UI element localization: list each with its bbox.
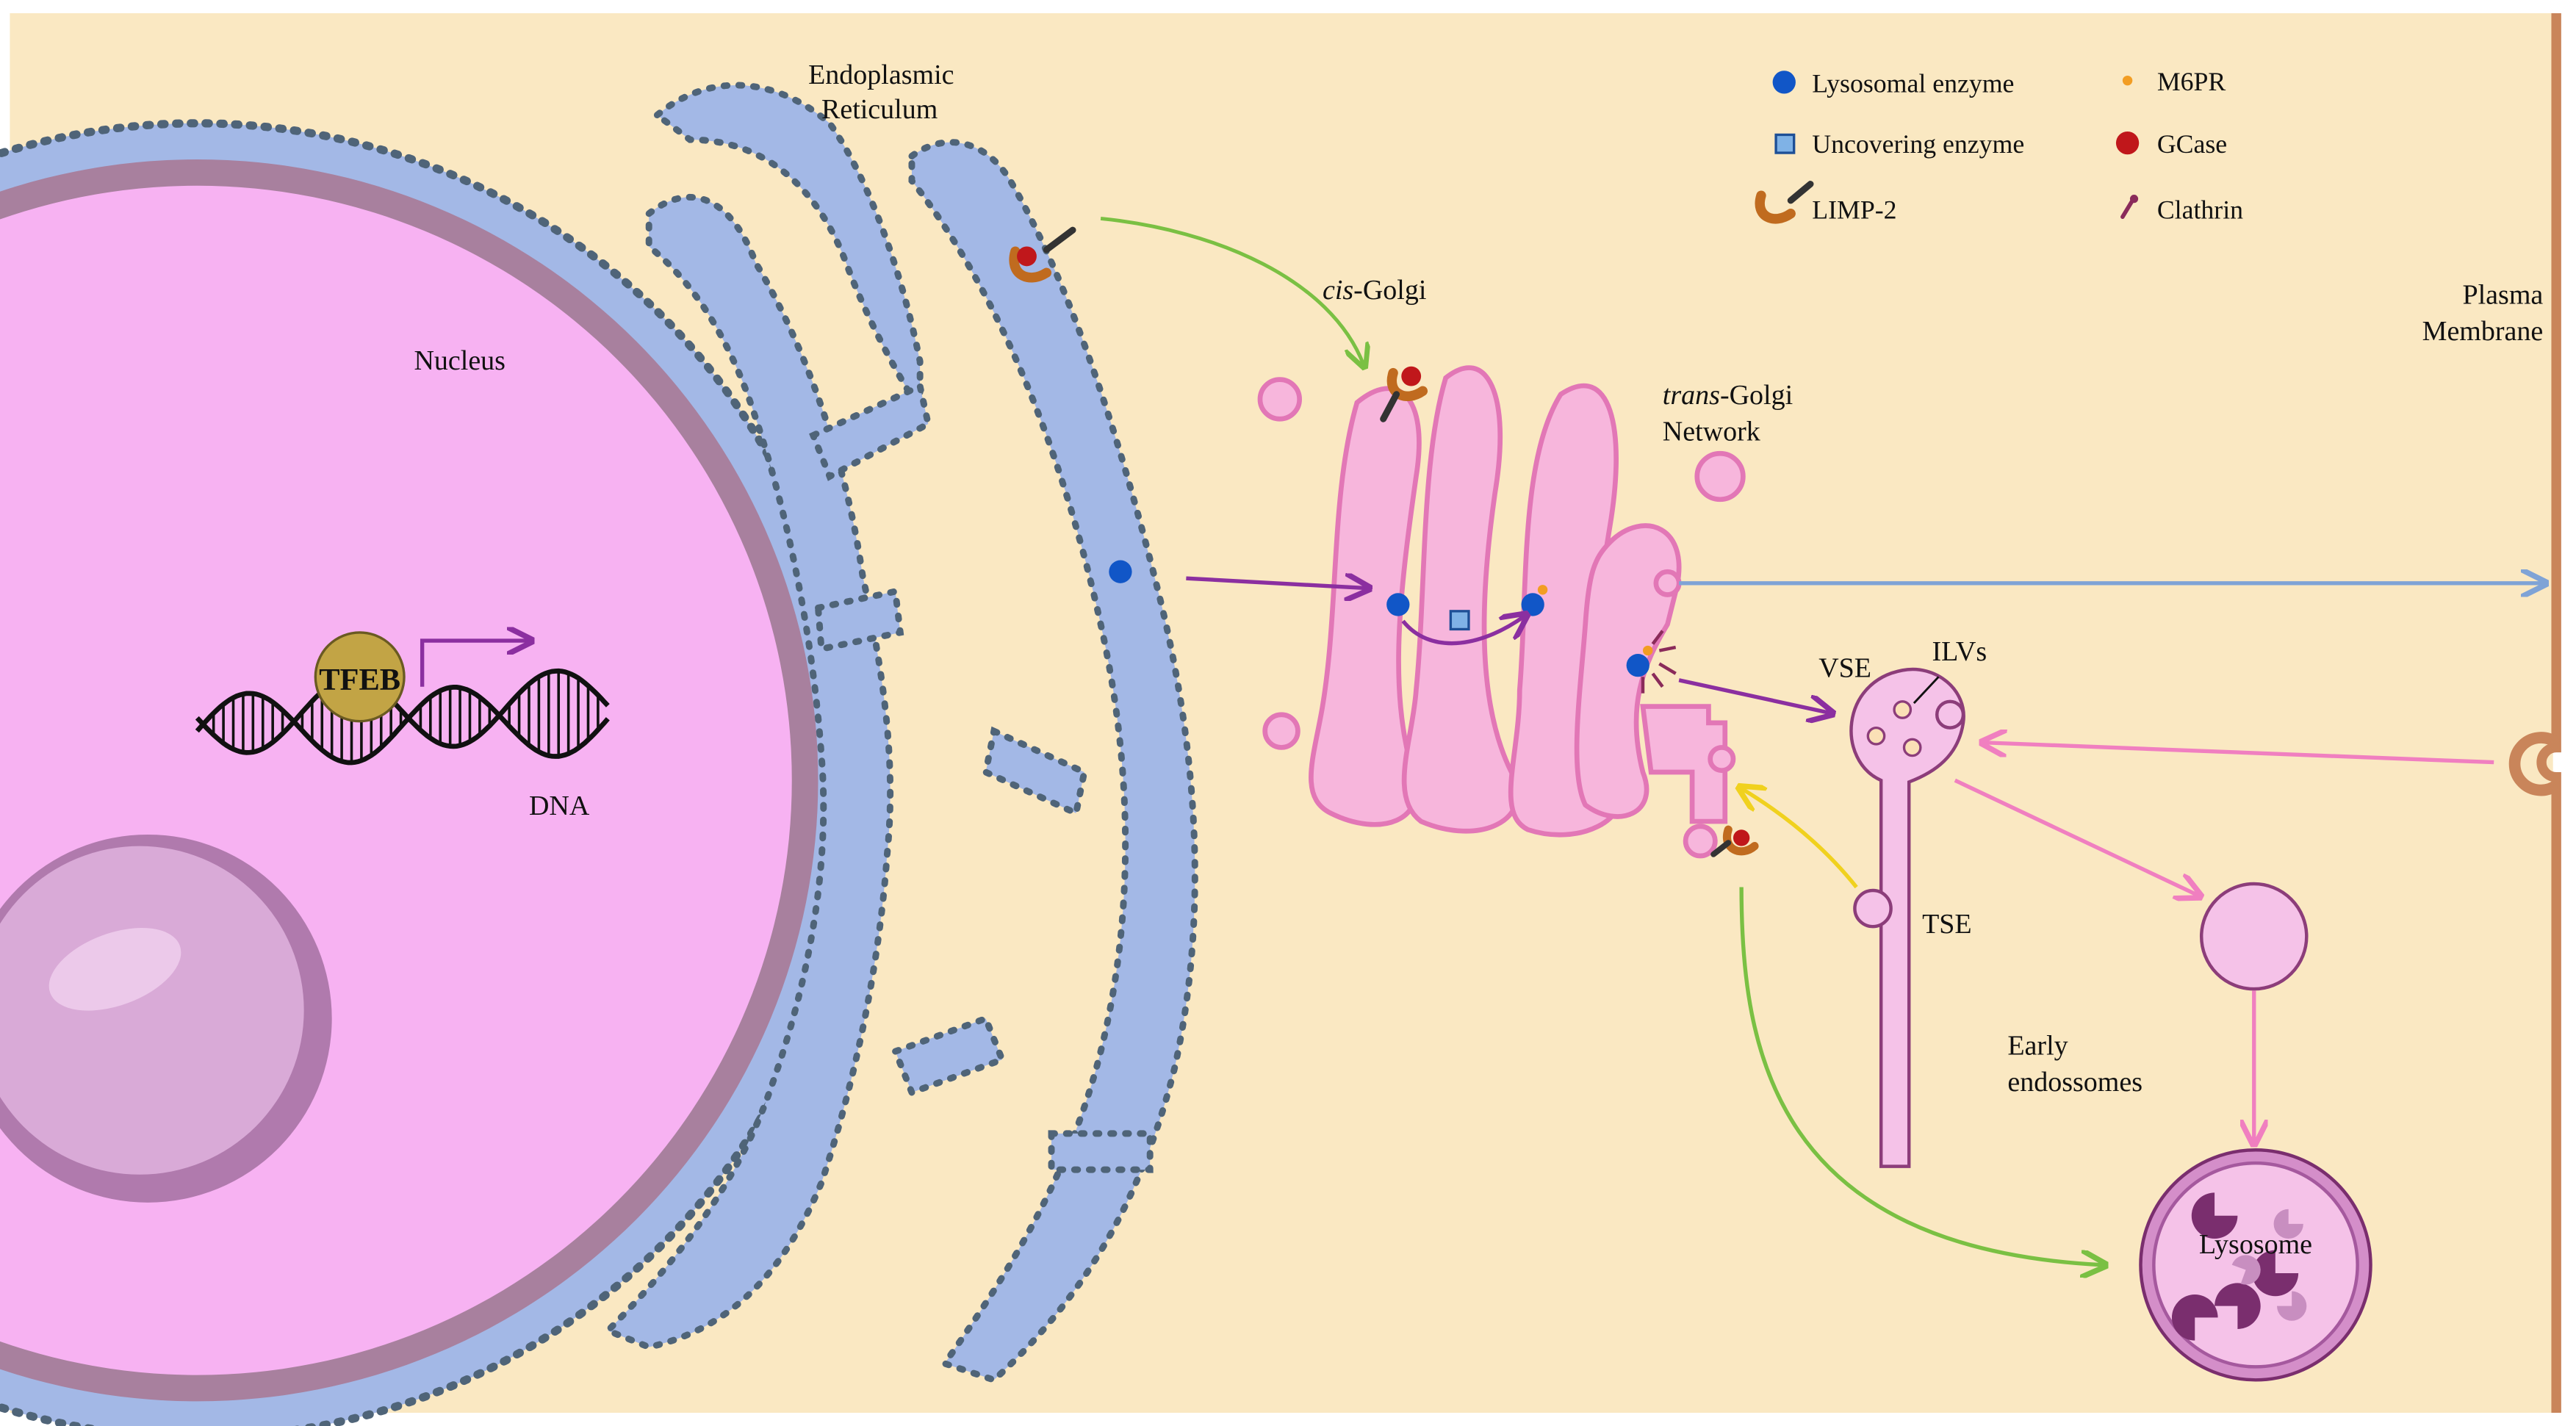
legend-gcase-icon bbox=[2115, 131, 2140, 155]
golgi-lysosomal-enzyme-1 bbox=[1386, 593, 1410, 616]
tgn-lysosomal-enzyme bbox=[1626, 654, 1649, 677]
membrane-invagination bbox=[2508, 732, 2560, 796]
er-label-line1: Endoplasmic bbox=[808, 60, 954, 90]
ilvs bbox=[1866, 700, 1922, 757]
er-bridge-2 bbox=[814, 587, 904, 653]
legend: Lysosomal enzyme M6PR Uncovering enzyme … bbox=[1755, 67, 2243, 224]
legend-uncovering-enzyme-label: Uncovering enzyme bbox=[1812, 129, 2024, 159]
tfeb-label: TFEB bbox=[319, 663, 400, 697]
legend-limp2-icon bbox=[1755, 181, 1814, 224]
legend-limp2-label: LIMP-2 bbox=[1812, 195, 1896, 224]
golgi-m6pr-1 bbox=[1537, 585, 1548, 595]
early-endosome bbox=[1849, 667, 1965, 1168]
golgi-cisterna-1 bbox=[1309, 386, 1422, 827]
legend-gcase-label: GCase bbox=[2157, 129, 2227, 159]
vse-bud bbox=[1935, 699, 1965, 730]
golgi-cisterna-trans bbox=[1574, 523, 1682, 819]
er-bridge-3 bbox=[982, 726, 1088, 818]
legend-lysosomal-enzyme-label: Lysosomal enzyme bbox=[1812, 68, 2014, 98]
vesicle-3 bbox=[1694, 450, 1746, 503]
nucleus-label: Nucleus bbox=[414, 345, 506, 376]
tgn-bud-1 bbox=[1653, 569, 1682, 597]
lysosome-label: Lysosome bbox=[2199, 1229, 2312, 1260]
early-endosomes-label-line2: endossomes bbox=[2007, 1067, 2143, 1098]
endoplasmic-reticulum bbox=[602, 82, 1198, 1384]
er-label-line2: Reticulum bbox=[821, 94, 938, 125]
golgi-uncovering-enzyme bbox=[1449, 610, 1470, 631]
nucleolus-inner bbox=[0, 846, 304, 1175]
arrow-vse-to-late-endosome bbox=[1954, 778, 2198, 896]
trans-golgi-label-line1: trans-Golgi bbox=[1663, 380, 1793, 411]
vesicle-1 bbox=[1257, 377, 1303, 422]
clathrin-coat bbox=[1641, 630, 1677, 694]
arrow-tse-to-tgn bbox=[1741, 788, 1858, 889]
trans-golgi-label-line2: Network bbox=[1663, 416, 1760, 447]
legend-clathrin-icon bbox=[2120, 195, 2139, 220]
nucleolus-highlight bbox=[48, 928, 181, 1011]
tgn-bud-3 bbox=[1683, 824, 1718, 859]
arrow-er-to-golgi bbox=[1186, 578, 1367, 588]
cis-golgi-label: cis-Golgi bbox=[1323, 275, 1426, 306]
vesicle-2 bbox=[1262, 712, 1300, 750]
legend-m6pr-label: M6PR bbox=[2157, 67, 2226, 96]
tgn-tubules bbox=[1640, 569, 1736, 859]
legend-lysosomal-enzyme-icon bbox=[1772, 71, 1796, 94]
er-limp2-gcase bbox=[1009, 226, 1076, 283]
er-cisterna-3 bbox=[908, 139, 1198, 1384]
tfeb-circle bbox=[314, 631, 406, 723]
er-cisterna-1 bbox=[652, 82, 924, 423]
tse-bud bbox=[1853, 888, 1893, 929]
golgi-limp2-gcase bbox=[1380, 366, 1428, 422]
er-bridge-5 bbox=[891, 1014, 1007, 1097]
arrow-golgi-transport bbox=[1401, 616, 1525, 646]
ilvs-label: ILVs bbox=[1932, 636, 1987, 667]
tgn-tubule bbox=[1640, 704, 1728, 824]
legend-uncovering-enzyme-icon bbox=[1774, 133, 1796, 154]
plasma-membrane-label-line2: Membrane bbox=[2422, 316, 2544, 347]
tgn-bud-2 bbox=[1708, 745, 1736, 774]
arrow-limp2-to-lysosome bbox=[1739, 887, 2103, 1265]
plasma-membrane bbox=[2536, 12, 2561, 1414]
arrow-tgn-to-vse bbox=[1678, 678, 1830, 713]
lysosome-enzymes-light bbox=[2231, 1209, 2307, 1321]
dna-strand-a bbox=[195, 668, 610, 755]
nucleus bbox=[0, 119, 859, 1426]
early-endosomes-label-line1: Early bbox=[2007, 1031, 2068, 1062]
er-lysosomal-enzyme bbox=[1109, 560, 1132, 583]
vse-label: VSE bbox=[1818, 652, 1871, 683]
dna-strand-b bbox=[195, 685, 610, 766]
late-endosome bbox=[2199, 882, 2309, 991]
dna-label: DNA bbox=[529, 791, 590, 821]
tgn-m6pr bbox=[1642, 645, 1653, 656]
er-limp2-tail bbox=[1043, 226, 1076, 253]
tse-label: TSE bbox=[1922, 909, 1972, 940]
tgn-limp2-gcase bbox=[1710, 825, 1759, 857]
arrow-endocytosis-to-vse bbox=[1985, 743, 2494, 765]
ilvs-pointer bbox=[1913, 676, 1940, 705]
lysosome: Lysosome bbox=[2139, 1148, 2372, 1382]
transcription-arrow bbox=[420, 641, 529, 687]
plasma-membrane-label-line1: Plasma bbox=[2462, 280, 2543, 311]
er-bridge-4 bbox=[1048, 1130, 1154, 1173]
golgi-apparatus bbox=[1309, 365, 1682, 838]
vse-tse-body bbox=[1849, 667, 1965, 1168]
er-gcase bbox=[1017, 246, 1037, 267]
er-limp2 bbox=[1009, 246, 1052, 283]
lysosome-enzymes-dark bbox=[2171, 1192, 2299, 1341]
legend-m6pr-icon bbox=[2122, 75, 2133, 86]
legend-clathrin-label: Clathrin bbox=[2157, 195, 2243, 224]
golgi-lysosomal-enzyme-2 bbox=[1521, 593, 1544, 616]
arrow-er-to-cis-golgi bbox=[1100, 217, 1364, 364]
golgi-cisterna-2 bbox=[1401, 365, 1520, 834]
golgi-vesicles bbox=[1257, 377, 1746, 750]
er-bridge-1 bbox=[809, 381, 932, 481]
